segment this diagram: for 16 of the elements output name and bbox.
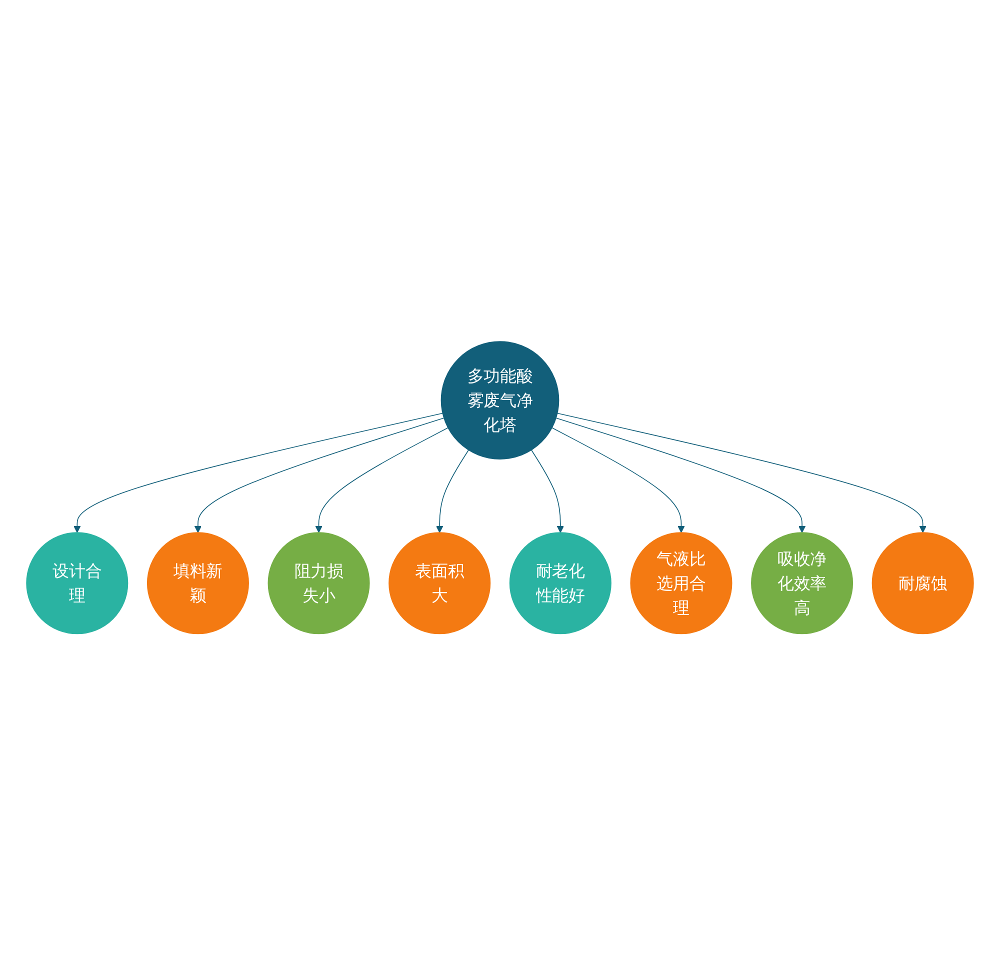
arrow xyxy=(315,428,448,534)
arrow xyxy=(531,450,564,534)
arrow xyxy=(556,418,806,534)
node-circle: 设计合理 xyxy=(26,532,128,635)
node-circle: 耐腐蚀 xyxy=(872,532,974,635)
arrow xyxy=(436,450,469,534)
node-circle: 气液比选用合理 xyxy=(630,532,732,635)
node-circle: 阻力损失小 xyxy=(268,532,370,635)
node-circle: 吸收净化效率高 xyxy=(751,532,854,635)
arrow xyxy=(556,413,926,534)
node-circle: 表面积大 xyxy=(388,532,491,635)
arrow xyxy=(74,413,444,534)
node-circle: 多功能酸雾废气净化塔 xyxy=(440,341,560,460)
arrow xyxy=(552,428,685,534)
arrow xyxy=(194,418,444,534)
node-circle: 填料新颖 xyxy=(146,532,249,635)
